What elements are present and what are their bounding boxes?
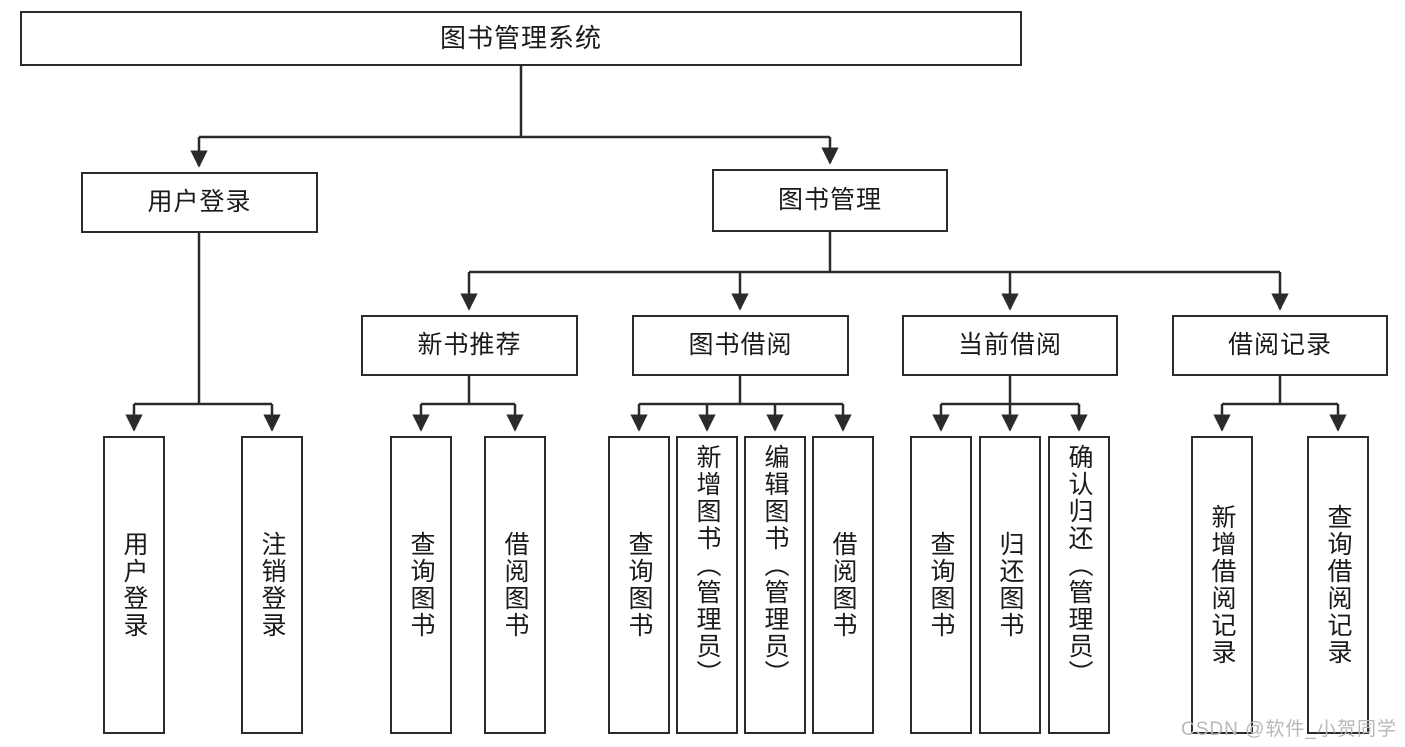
- node-current-borrow[interactable]: 当前借阅: [902, 315, 1118, 376]
- leaf-label: 新增图书（管理员）: [693, 444, 721, 687]
- leaf-label: 用户登录: [120, 531, 148, 639]
- leaf-label: 借阅图书: [829, 531, 857, 639]
- leaf-book-borrow-edit[interactable]: 编辑图书（管理员）: [744, 436, 806, 734]
- leaf-label: 查询图书: [625, 531, 653, 639]
- leaf-book-borrow-query[interactable]: 查询图书: [608, 436, 670, 734]
- leaf-user-login-signin[interactable]: 用户登录: [103, 436, 165, 734]
- node-label: 图书借阅: [688, 330, 793, 359]
- leaf-current-borrow-confirm-return[interactable]: 确认归还（管理员）: [1048, 436, 1110, 734]
- leaf-current-borrow-query[interactable]: 查询图书: [910, 436, 972, 734]
- leaf-label: 确认归还（管理员）: [1065, 444, 1093, 687]
- leaf-new-book-query[interactable]: 查询图书: [390, 436, 452, 734]
- node-book-management[interactable]: 图书管理: [712, 169, 948, 232]
- leaf-label: 编辑图书（管理员）: [761, 444, 789, 687]
- node-user-login[interactable]: 用户登录: [81, 172, 318, 233]
- node-book-borrow[interactable]: 图书借阅: [632, 315, 849, 376]
- node-new-book-recommend[interactable]: 新书推荐: [361, 315, 578, 376]
- leaf-label: 查询图书: [927, 531, 955, 639]
- leaf-label: 查询借阅记录: [1324, 504, 1352, 666]
- node-label: 图书管理: [777, 185, 882, 214]
- watermark: CSDN @软件_小贺同学: [1181, 719, 1397, 740]
- leaf-new-book-borrow[interactable]: 借阅图书: [484, 436, 546, 734]
- leaf-book-borrow-lend[interactable]: 借阅图书: [812, 436, 874, 734]
- leaf-label: 新增借阅记录: [1208, 504, 1236, 666]
- leaf-label: 注销登录: [258, 531, 286, 639]
- leaf-label: 查询图书: [407, 531, 435, 639]
- node-borrow-record[interactable]: 借阅记录: [1172, 315, 1388, 376]
- leaf-borrow-record-query[interactable]: 查询借阅记录: [1307, 436, 1369, 734]
- node-label: 图书管理系统: [439, 23, 602, 54]
- node-label: 新书推荐: [417, 330, 522, 359]
- leaf-borrow-record-add[interactable]: 新增借阅记录: [1191, 436, 1253, 734]
- node-label: 借阅记录: [1227, 330, 1332, 359]
- node-label: 用户登录: [147, 187, 252, 216]
- node-label: 当前借阅: [957, 330, 1062, 359]
- leaf-user-login-signout[interactable]: 注销登录: [241, 436, 303, 734]
- node-root-system[interactable]: 图书管理系统: [20, 11, 1022, 66]
- leaf-label: 借阅图书: [501, 531, 529, 639]
- leaf-book-borrow-add[interactable]: 新增图书（管理员）: [676, 436, 738, 734]
- leaf-current-borrow-return[interactable]: 归还图书: [979, 436, 1041, 734]
- leaf-label: 归还图书: [996, 531, 1024, 639]
